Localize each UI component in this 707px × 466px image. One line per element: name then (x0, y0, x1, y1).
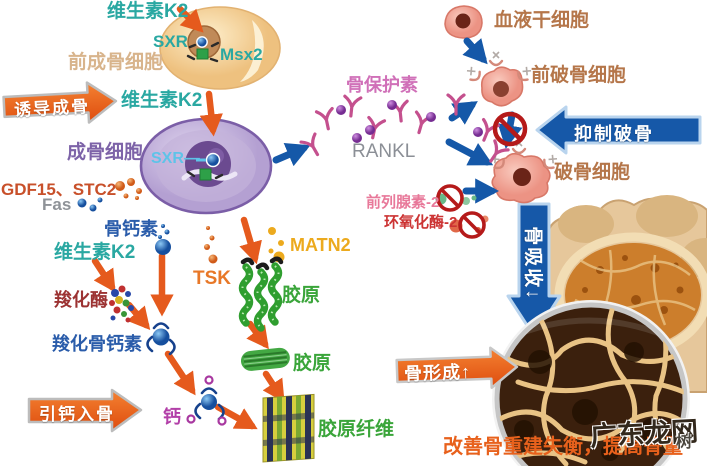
bottom-caption: 改善骨重建失衡，提高骨量 (443, 436, 683, 458)
watermark-suffix: 树 (676, 434, 693, 451)
collagen-bundle-icon (240, 347, 290, 371)
label-cox2: 环氧化酶-2 (384, 214, 458, 231)
rank-receptor-icon (488, 50, 504, 67)
label-fas: Fas (42, 195, 72, 214)
gdf15-stc2-molecules-icon (115, 178, 142, 200)
target-gene-icon (199, 168, 212, 181)
bone-resorption-banner-text: 骨吸收↓ (521, 225, 543, 301)
label-osteoprotegerin: 骨保护素 (346, 75, 418, 95)
dna-marks-icon (186, 41, 220, 63)
pre-osteoclast-cell (463, 50, 535, 107)
inhibit-osteoclast-banner-arrow (535, 105, 702, 155)
fas-molecules-icon (77, 197, 103, 212)
label-carboxylase: 羧化酶 (54, 290, 108, 310)
prohibition-icon (458, 211, 486, 239)
label-vitamin-k2-low: 维生素K2 (54, 242, 136, 263)
calcium-complex-icon (186, 375, 227, 426)
collagen-helix-icon (243, 259, 282, 328)
rankl-ligand-spheres-icon (336, 100, 483, 143)
label-sxr-main: SXR— (151, 150, 200, 167)
osteoclast-cell (487, 138, 561, 204)
blue-flow-arrows (272, 37, 523, 204)
rankl-opg-cluster (299, 93, 510, 168)
label-collagen-fiber: 胶原纤维 (318, 419, 395, 440)
label-osteoclast: 破骨细胞 (554, 162, 631, 183)
induce-osteogenesis-banner-arrow (2, 81, 118, 124)
msx2-gene-icon (196, 48, 209, 60)
osteocalcin-molecules-icon (155, 224, 171, 255)
label-pre-osteoblast: 前成骨细胞 (68, 52, 164, 73)
sxr-ligand-icon (196, 36, 208, 48)
inhibit-osteoclast-banner-text: 抑制破骨 (574, 124, 654, 144)
label-tsk: TSK (193, 268, 231, 289)
label-vitamin-k2-top: 维生素K2 (107, 1, 189, 22)
calcium-into-bone-banner-arrow (27, 388, 143, 433)
label-pre-osteoclast: 前破骨细胞 (531, 65, 627, 86)
calcium-into-bone-banner-text: 引钙入骨 (39, 405, 115, 424)
tsk-molecules-icon (204, 226, 218, 264)
label-matn2: MATN2 (290, 235, 351, 255)
blood-stem-cell (444, 5, 483, 39)
trabecular-bone-zoom-circle (492, 300, 690, 466)
carboxylated-osteocalcin-icon (146, 322, 176, 356)
collagen-fiber-icon (262, 393, 315, 463)
bone-formation-banner-arrow (395, 346, 519, 389)
rank-receptor-icon (463, 63, 484, 84)
induce-osteogenesis-banner-text: 诱导成骨 (13, 97, 91, 120)
sxr-ligand-icon (205, 152, 221, 168)
label-rankl: RANKL (352, 141, 416, 162)
label-carboxylated-osteocalcin: 羧化骨钙素 (52, 334, 142, 354)
osteoblast-cell (139, 117, 273, 215)
carboxylase-molecule-icon (109, 285, 134, 323)
label-calcium: 钙 (163, 407, 181, 427)
label-vitamin-k2-mid: 维生素K2 (121, 90, 203, 111)
label-blood-stem-cell: 血液干细胞 (494, 10, 590, 31)
label-sxr-top: SXR (153, 32, 188, 51)
label-collagen-b: 胶原 (293, 353, 332, 374)
bone-formation-banner-text: 骨形成↑ (403, 361, 472, 385)
label-collagen-a: 胶原 (282, 285, 321, 306)
label-prostaglandin2: 前列腺素-2 (366, 194, 440, 211)
label-gdf15-stc2: GDF15、STC2 (1, 180, 117, 199)
label-osteoblast: 成骨细胞 (67, 142, 144, 163)
label-osteocalcin: 骨钙素 (104, 219, 158, 239)
label-msx2: Msx2 (220, 45, 263, 64)
